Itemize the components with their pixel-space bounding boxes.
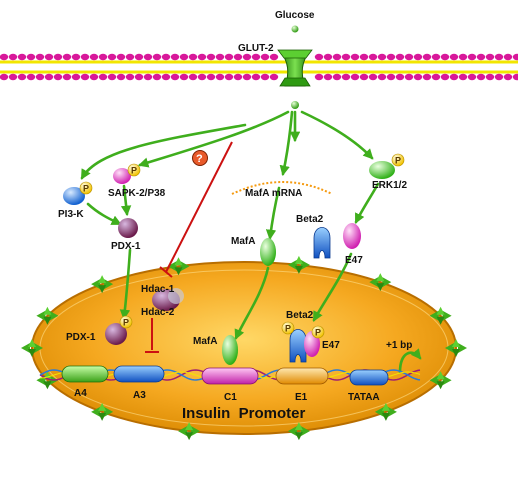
nuclear-pore xyxy=(374,402,397,421)
arrow-mrna-mafa xyxy=(265,186,281,241)
arrow-erk-e47 xyxy=(354,182,380,224)
nuclear-pore xyxy=(178,422,201,441)
arrow-pi3k-pdx1 xyxy=(86,202,122,226)
nuclear-pore xyxy=(167,257,190,276)
hdac1-label: Hdac-1 xyxy=(141,284,175,295)
arrow-sapk-pdx1 xyxy=(120,184,132,217)
phosphate-badge: P xyxy=(119,315,133,329)
nuclear-pore xyxy=(36,306,59,325)
beta2-nuc-protein xyxy=(289,329,307,363)
nuclear-pores xyxy=(21,255,467,441)
nuclear-pore xyxy=(429,371,452,390)
c1-label: C1 xyxy=(224,392,237,403)
pdx1-cyto-protein xyxy=(118,218,138,238)
tataa-element xyxy=(349,369,389,386)
phosphate-badge: P xyxy=(127,163,141,177)
mafa-cyto-label: MafA xyxy=(231,236,255,247)
mafa-mrna-label: MafA mRNA xyxy=(245,188,302,199)
unknown-mechanism-badge: ? xyxy=(192,150,208,166)
sapk-label: SAPK-2/P38 xyxy=(108,188,166,199)
arrow-to-sapk xyxy=(138,110,290,168)
hdac2-label: Hdac-2 xyxy=(141,307,175,318)
e1-label: E1 xyxy=(295,392,308,403)
glucose-label: Glucose xyxy=(275,10,315,21)
nuclear-pore xyxy=(287,255,310,274)
pdx1-nuc-protein xyxy=(105,323,127,345)
unknown-mechanism-label: ? xyxy=(196,153,203,165)
phosphate-badge: P xyxy=(79,181,93,195)
nuclear-pore xyxy=(445,339,467,357)
arrow-mafa-nucleus xyxy=(234,266,270,340)
a4-element xyxy=(61,365,109,383)
glut2-label: GLUT-2 xyxy=(238,43,274,54)
hdac-complex-2 xyxy=(168,288,184,304)
a3-element xyxy=(113,365,165,383)
mafa-nuc-label: MafA xyxy=(193,336,217,347)
phosphate-badge: P xyxy=(311,325,325,339)
e1-element xyxy=(275,367,329,385)
phosphate-label: P xyxy=(285,324,291,334)
arrow-e47-nucleus xyxy=(312,252,353,322)
glut2-transporter xyxy=(277,49,313,87)
erk-label: ERK1/2 xyxy=(372,180,407,191)
pdx1-cyto-label: PDX-1 xyxy=(111,241,141,252)
nuclear-pore xyxy=(429,306,452,325)
e47-cyto-label: E47 xyxy=(345,255,363,266)
mafa-mrna-strand xyxy=(231,181,333,195)
beta2-nuc-label: Beta2 xyxy=(286,310,314,321)
c1-element xyxy=(201,367,259,385)
arrow-to-erk xyxy=(300,110,374,160)
a4-label: A4 xyxy=(74,388,87,399)
arrow-pdx1-nucleus xyxy=(119,248,132,321)
pi3k-label: PI3-K xyxy=(58,209,84,220)
tataa-label: TATAA xyxy=(348,392,380,403)
mafa-cyto-protein xyxy=(260,238,276,266)
phosphate-label: P xyxy=(131,166,137,176)
glucose-molecule-inside xyxy=(291,101,299,109)
beta2-cyto-protein xyxy=(313,227,331,259)
pi3k-protein xyxy=(63,187,85,205)
phosphate-badge: P xyxy=(281,321,295,335)
nuclear-pore xyxy=(369,273,392,292)
phosphate-label: P xyxy=(395,156,401,166)
arrow-to-pi3k xyxy=(80,123,247,180)
nuclear-pore xyxy=(287,422,310,441)
phosphate-badge: P xyxy=(391,153,405,167)
sapk-protein xyxy=(113,168,131,184)
e47-nuc-label: E47 xyxy=(322,340,340,351)
insulin-promoter-label: Insulin Promoter xyxy=(182,405,306,422)
beta2-cyto-label: Beta2 xyxy=(296,214,324,225)
glucose-molecule xyxy=(291,25,299,33)
nuclear-pore xyxy=(91,275,114,294)
nuclear-pore xyxy=(21,339,43,357)
mafa-nuc-protein xyxy=(222,335,238,365)
phosphate-label: P xyxy=(83,184,89,194)
phosphate-label: P xyxy=(123,318,129,328)
plus1bp-label: +1 bp xyxy=(386,340,412,351)
inhibit-line-hdac xyxy=(165,141,233,273)
a3-label: A3 xyxy=(133,390,146,401)
nuclear-pore xyxy=(91,402,114,421)
arrow-plus1bp xyxy=(398,348,422,374)
pdx1-nuc-label: PDX-1 xyxy=(66,332,96,343)
inhibit-bar-hdac xyxy=(159,266,173,278)
cell-membrane xyxy=(0,53,518,81)
erk-protein xyxy=(369,161,395,179)
arrow-to-mafa-mrna xyxy=(279,110,294,177)
e47-cyto-protein xyxy=(343,223,361,249)
phosphate-label: P xyxy=(315,328,321,338)
